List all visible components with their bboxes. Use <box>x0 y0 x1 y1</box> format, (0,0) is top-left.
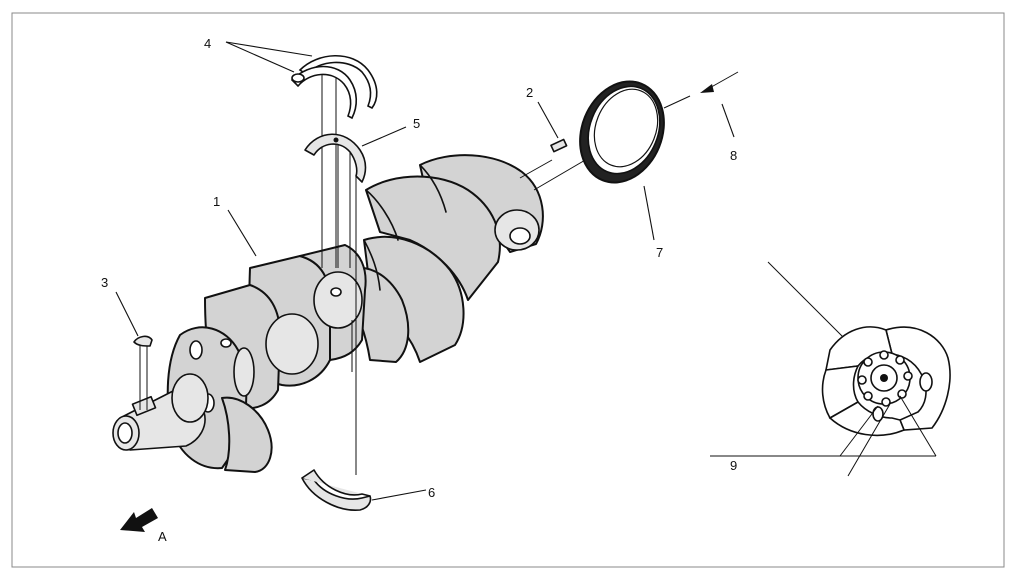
thrust-washers <box>290 54 378 120</box>
callout-4: 4 <box>204 36 211 51</box>
view-a-arrow <box>120 508 158 532</box>
callout-7: 7 <box>656 245 663 260</box>
leader-lines <box>115 41 735 501</box>
callout-3: 3 <box>101 275 108 290</box>
crankshaft <box>112 154 544 473</box>
assembly-lines <box>139 72 691 475</box>
woodruff-key <box>133 335 153 347</box>
callout-2: 2 <box>526 85 533 100</box>
callout-8: 8 <box>730 148 737 163</box>
upper-bearing-shell <box>304 133 367 183</box>
flywheel-flange-detail <box>710 261 951 477</box>
callout-1: 1 <box>213 194 220 209</box>
lower-bearing-shell <box>301 469 372 511</box>
callout-view-a: A <box>158 529 167 544</box>
diagram-border <box>11 12 1005 568</box>
callout-labels: 1 2 3 4 5 6 7 8 9 A <box>101 36 737 544</box>
callout-5: 5 <box>413 116 420 131</box>
callout-6: 6 <box>428 485 435 500</box>
callout-9: 9 <box>730 458 737 473</box>
rear-oil-seal <box>579 80 665 184</box>
dowel-pin <box>550 138 568 153</box>
direction-arrow <box>700 71 739 93</box>
